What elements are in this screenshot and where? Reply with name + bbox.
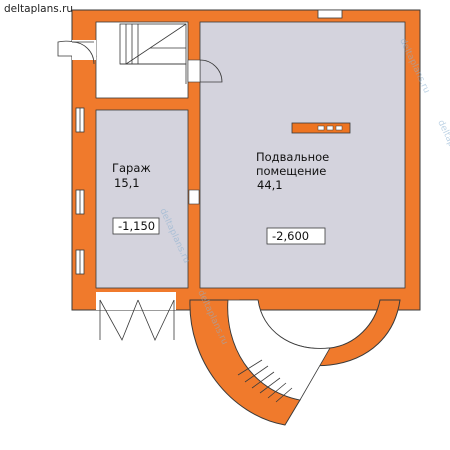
vestibule-door-gap <box>72 40 96 60</box>
basement-name-line1: Подвальное <box>256 150 329 164</box>
stairs <box>119 23 187 84</box>
basement-level: -2,600 <box>272 229 309 243</box>
basement-door-opening <box>187 59 201 83</box>
garage-door-opening <box>96 292 176 310</box>
garage-level-box <box>112 217 160 235</box>
basement-door <box>199 59 223 83</box>
interior-door <box>188 189 200 205</box>
top-window <box>317 9 343 19</box>
left-windows <box>75 107 85 275</box>
fireplace <box>291 122 351 134</box>
basement-level-box <box>266 227 326 245</box>
basement-name-line2: помещение <box>256 164 326 178</box>
garage-level: -1,150 <box>118 219 155 233</box>
garage-doors <box>99 299 175 341</box>
basement-area: 44,1 <box>257 178 283 192</box>
bay-stairs <box>237 359 293 403</box>
garage-name: Гараж <box>112 161 151 175</box>
garage-floor <box>95 109 189 289</box>
garage-area: 15,1 <box>114 176 140 190</box>
site-label: deltaplans.ru <box>4 3 73 15</box>
watermark-text-2: deltaplans.ru <box>435 119 450 177</box>
bay-floor <box>227 299 331 401</box>
